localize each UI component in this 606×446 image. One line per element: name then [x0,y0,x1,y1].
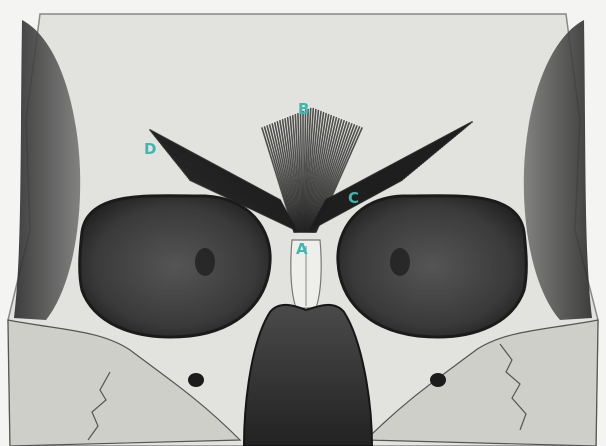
label-a: A [296,242,308,257]
left-eye-socket [80,196,270,337]
right-infraorbital-foramen [430,373,446,387]
right-orbit-foramen [390,248,410,276]
label-c: C [348,191,359,206]
label-b: B [298,102,309,117]
left-infraorbital-foramen [188,373,204,387]
right-eye-socket [338,196,526,337]
label-d: D [144,142,156,157]
left-orbit-foramen [195,248,215,276]
